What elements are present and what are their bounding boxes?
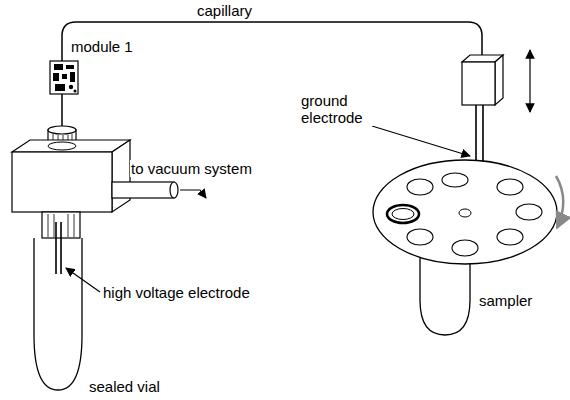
block-port (48, 142, 76, 150)
module-chip: module 1 (48, 38, 136, 96)
carousel-slot (497, 179, 523, 195)
active-vial-ring (387, 205, 419, 223)
capillary-tube (62, 22, 482, 130)
vertical-motion-arrow (529, 50, 530, 112)
part-label: capillary (196, 2, 253, 19)
block-front-face (12, 152, 112, 212)
chip-pattern (53, 73, 59, 81)
module-label: module 1 (70, 38, 134, 55)
vacuum-arrow (180, 190, 206, 198)
part-label: to vacuum system (130, 160, 253, 177)
chip-pattern (70, 72, 75, 82)
ground-leader-arrow (372, 126, 470, 156)
autosampler-head (462, 62, 495, 105)
chip-pattern (74, 90, 77, 93)
carousel-slot (442, 173, 468, 187)
autosampler-head-side (495, 55, 503, 105)
high-voltage-electrode (56, 222, 61, 274)
carousel-slot (516, 204, 542, 220)
rotation-arrow (556, 176, 563, 228)
active-vial-inner (392, 209, 414, 220)
block-side-face (112, 140, 130, 212)
part-label: ground electrode (300, 92, 382, 126)
part-label: sealed vial (88, 378, 161, 395)
vacuum-port-tube (112, 182, 174, 198)
chip-pattern (55, 84, 65, 91)
chip-pattern (50, 61, 78, 94)
chip-pattern (69, 85, 73, 89)
carousel-hub (459, 209, 471, 217)
part-label: high voltage electrode (102, 284, 251, 301)
carousel-slot (407, 179, 433, 195)
carousel-slot (452, 240, 478, 256)
microchip-icon (48, 60, 80, 96)
vacuum-port-end (170, 182, 178, 198)
hv-leader-arrow (66, 268, 100, 292)
ground-electrode-rods (476, 105, 483, 162)
fitting-knob-top (48, 126, 76, 134)
chip-pattern (54, 64, 63, 70)
chip-pattern (66, 65, 74, 69)
block-top-face (12, 140, 130, 152)
sealed-vial (34, 238, 82, 390)
carousel-slot (407, 229, 433, 245)
carousel-slot (497, 229, 523, 245)
chip-pattern (62, 74, 67, 79)
part-label: sampler (478, 292, 533, 309)
sampler-carousel (373, 160, 557, 264)
